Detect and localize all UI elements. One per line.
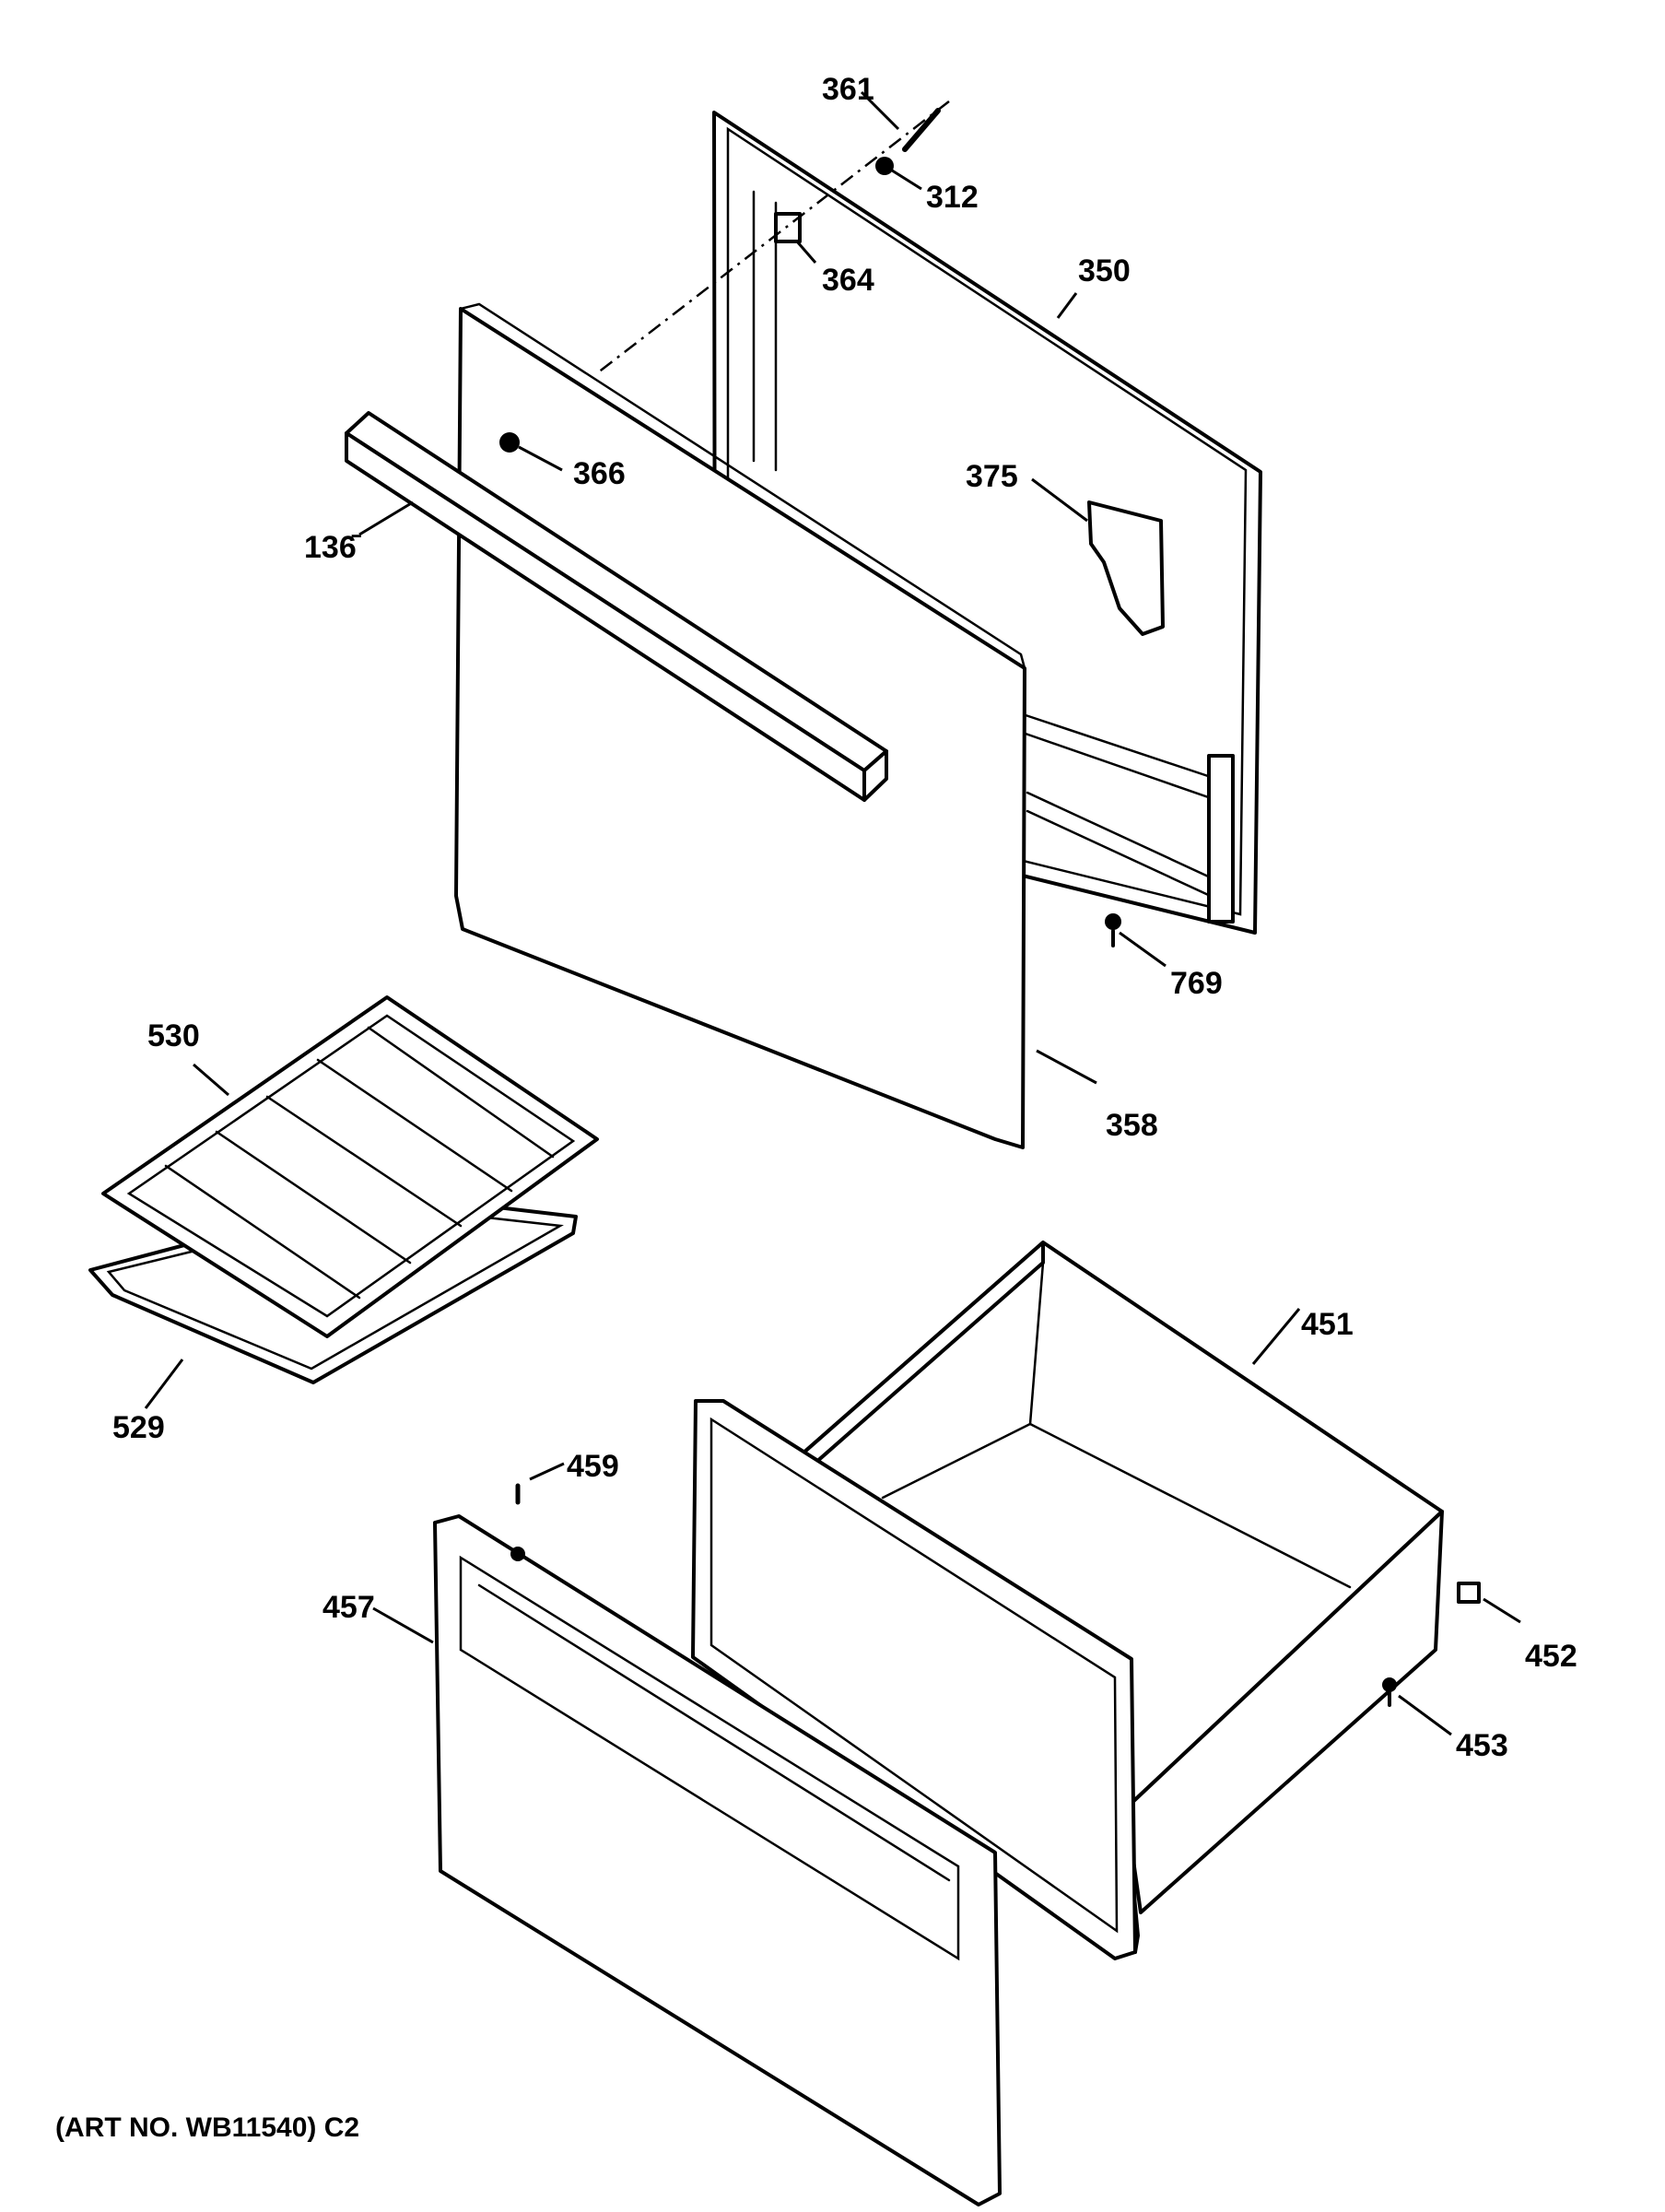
insulation-block	[1087, 500, 1165, 636]
callout-769: 769	[1170, 966, 1223, 1001]
leader-lines	[144, 90, 1521, 1736]
callout-350: 350	[1078, 253, 1131, 288]
callout-453: 453	[1456, 1728, 1508, 1763]
handle-mount-nut	[499, 432, 520, 453]
callout-457: 457	[322, 1590, 375, 1625]
callout-364: 364	[822, 263, 874, 298]
storage-drawer	[792, 1241, 1444, 1954]
drawer-front-panel	[433, 1514, 1002, 2206]
art-number-caption: (ART NO. WB11540) C2	[55, 2112, 359, 2143]
callout-labels: 361 312 364 350 366 136̄ 375 769 530 358…	[112, 72, 1577, 1763]
screw-769	[1105, 913, 1121, 947]
drawer-frame	[691, 1399, 1137, 1960]
callout-459: 459	[567, 1449, 619, 1484]
door-handle	[345, 411, 888, 802]
callout-530: 530	[147, 1018, 200, 1053]
drawer-roller	[1457, 1582, 1481, 1604]
callout-361: 361	[822, 72, 874, 107]
callout-358: 358	[1106, 1108, 1158, 1143]
door-hardware-top	[596, 100, 950, 374]
drawer-front-screw	[510, 1483, 525, 1561]
broiler-grid	[101, 995, 599, 1338]
callout-452: 452	[1525, 1639, 1577, 1674]
callout-375: 375	[966, 459, 1018, 494]
drawer-screw	[1382, 1677, 1397, 1707]
callout-312: 312	[926, 180, 979, 215]
outer-door-panel	[454, 302, 1026, 1149]
callout-451: 451	[1301, 1307, 1354, 1342]
callout-529: 529	[112, 1410, 165, 1445]
callout-366: 366	[573, 456, 626, 491]
callout-136: 136̄	[304, 530, 362, 565]
